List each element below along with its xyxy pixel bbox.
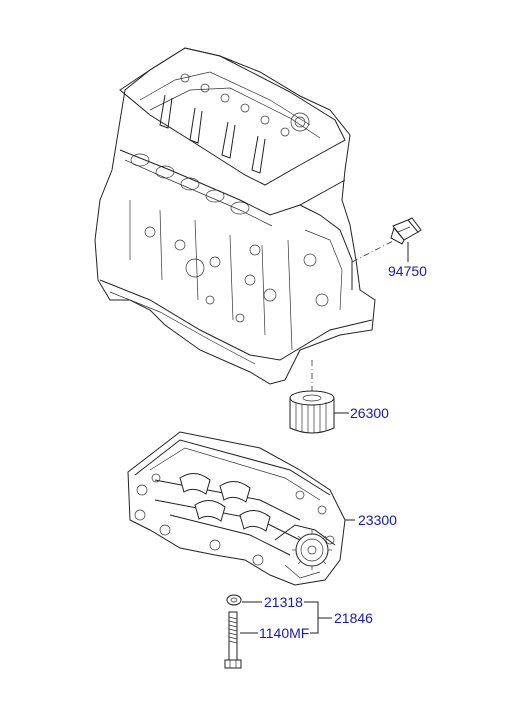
bolt-icon[interactable] [224,611,242,669]
washer-icon[interactable] [226,594,242,606]
kit-bracket [304,601,332,634]
part-number-23300[interactable]: 23300 [358,512,397,528]
part-number-1140MF[interactable]: 1140MF [259,625,309,641]
part-number-26300[interactable]: 26300 [350,405,389,421]
oil-pressure-switch-icon[interactable] [390,217,422,245]
part-number-21846[interactable]: 21846 [334,610,373,626]
part-number-94750[interactable]: 94750 [388,263,427,279]
oil-filter-icon[interactable] [289,390,335,434]
part-number-21318[interactable]: 21318 [264,594,303,610]
engine-block-icon[interactable] [94,47,396,385]
oil-pump-assembly-icon[interactable] [127,431,346,586]
